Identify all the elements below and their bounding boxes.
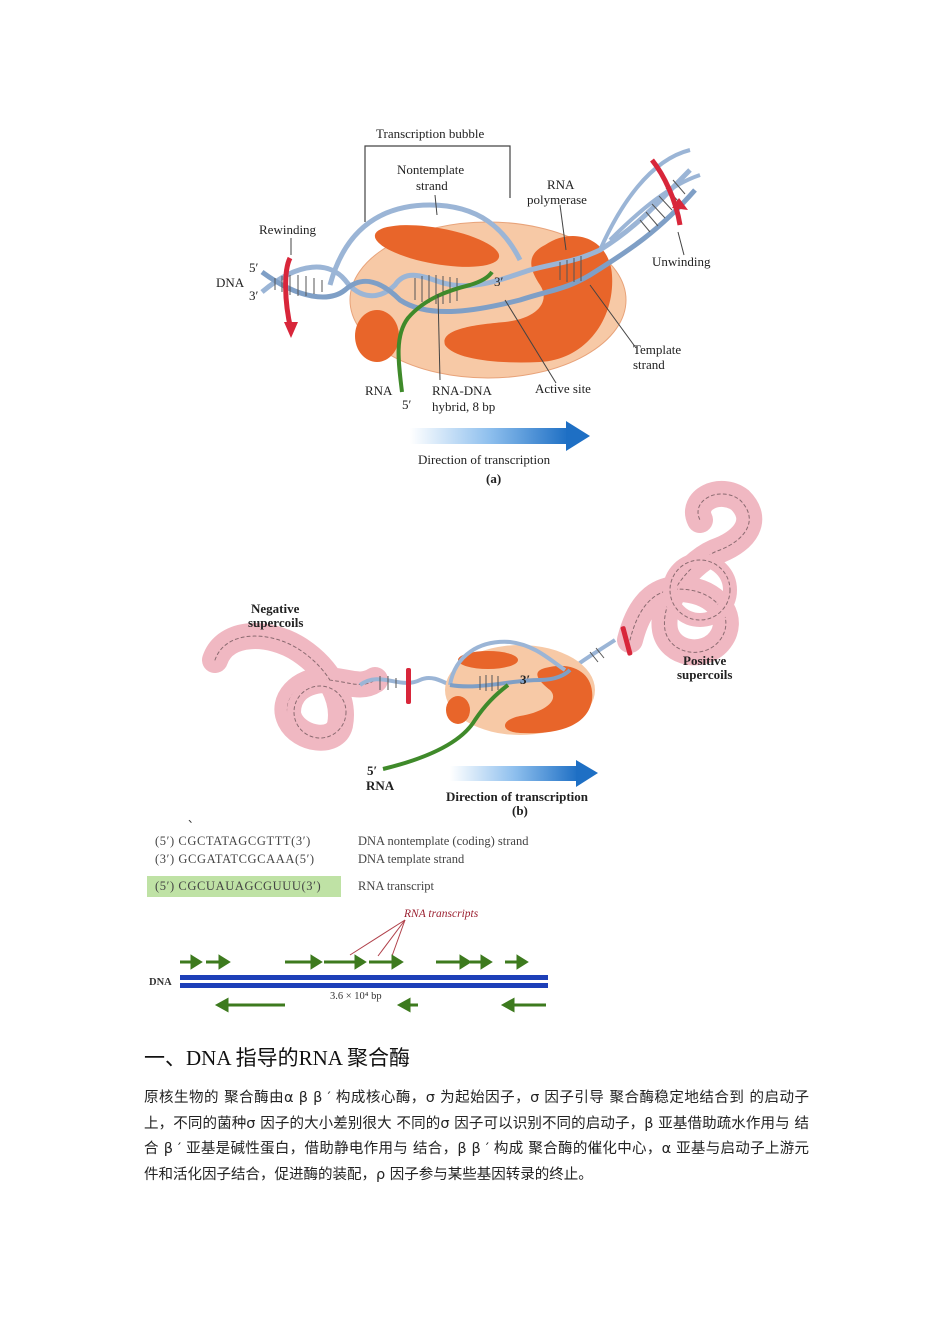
leader-unwinding [677, 231, 685, 256]
label-rna-b: RNA [366, 778, 395, 793]
negative-supercoils [202, 623, 388, 751]
label-rna-polymerase-2: polymerase [527, 192, 587, 207]
label-rewinding: Rewinding [259, 222, 317, 237]
dna-bar-bottom [180, 983, 548, 988]
direction-arrow-body-a [410, 428, 568, 444]
bubble-bracket [364, 145, 511, 222]
section-paragraph: 原核生物的 聚合酶由α β β ′ 构成核心酶，σ 为起始因子，σ 因子引导 聚… [144, 1086, 809, 1188]
label-panel-a: (a) [486, 471, 501, 486]
sequence-template: (3′) GCGATATCGCAAA(5′) [155, 852, 315, 866]
forward-transcripts [180, 954, 529, 970]
label-negative-2: supercoils [248, 615, 303, 630]
section-heading: 一、DNA 指导的RNA 聚合酶 [144, 1046, 411, 1070]
label-dna: DNA [216, 275, 245, 290]
label-rna-5prime: 5′ [402, 397, 412, 412]
positive-supercoils [617, 481, 763, 666]
polymerase-subunit-right [444, 236, 613, 363]
dna-rungs [274, 179, 686, 304]
leader-hybrid [437, 293, 441, 381]
leader-active-site [504, 299, 557, 384]
polymerase-b-right [505, 665, 593, 734]
label-positive-2: supercoils [677, 667, 732, 682]
figure-a: Transcription bubble [216, 126, 711, 486]
label-map-size: 3.6 × 10⁴ bp [330, 991, 382, 1002]
rewinding-arrowhead-icon [284, 322, 298, 338]
label-direction-a: Direction of transcription [418, 452, 551, 467]
rna-strand [396, 270, 494, 393]
label-3prime-b: 3′ [520, 672, 530, 687]
label-rna-polymerase-1: RNA [547, 177, 575, 192]
dna-b-rungs [379, 647, 605, 691]
label-direction-b: Direction of transcription [446, 789, 589, 804]
unwind-mark-b [620, 626, 633, 656]
unwinding-arrowhead-icon [672, 198, 688, 210]
polymerase-b-body [445, 645, 595, 735]
direction-arrow-body-b [450, 766, 578, 781]
polymerase-subunit-left [355, 310, 399, 362]
label-transcription-bubble: Transcription bubble [376, 126, 484, 141]
label-template-2: strand [633, 357, 665, 372]
rewinding-arrow-icon [283, 256, 294, 331]
dna-strand-lower [260, 188, 697, 315]
label-5prime: 5′ [249, 260, 259, 275]
label-hybrid-1: RNA-DNA [432, 383, 493, 398]
label-3prime-inner: 3′ [494, 274, 504, 289]
label-rna-transcripts: RNA transcripts [403, 908, 479, 920]
dna-b-mid [449, 668, 572, 689]
label-negative-1: Negative [251, 601, 300, 616]
nontemplate-loop-b [448, 639, 567, 686]
dna-b-right [568, 638, 617, 672]
dna-b-left [358, 675, 451, 687]
label-unwinding: Unwinding [652, 254, 711, 269]
sequence-nontemplate-desc: DNA nontemplate (coding) strand [358, 834, 529, 848]
dna-upper-helix [598, 148, 701, 251]
sequence-template-desc: DNA template strand [358, 852, 465, 866]
direction-arrowhead-a-icon [566, 421, 590, 451]
paragraph-text: 原核生物的 聚合酶由α β β ′ 构成核心酶，σ 为起始因子，σ 因子引导 聚… [144, 1090, 809, 1183]
label-panel-b: (b) [512, 803, 528, 818]
sequence-nontemplate: (5′) CGCTATAGCGTTT(3′) [155, 834, 311, 848]
direction-arrowhead-b-icon [576, 760, 598, 787]
nontemplate-strand-loop [327, 202, 523, 286]
dna-bar-top [180, 975, 548, 980]
leader-nontemplate [434, 194, 438, 216]
label-3prime: 3′ [249, 288, 259, 303]
rewind-mark-b [406, 668, 411, 704]
label-active-site: Active site [535, 381, 591, 396]
label-hybrid-2: hybrid, 8 bp [432, 399, 495, 414]
dna-strand-upper [260, 168, 692, 299]
leader-template [589, 284, 637, 349]
label-rna-5prime-b: 5′ [367, 763, 377, 778]
rna-transcript-highlight [147, 876, 341, 897]
leader-polymerase [559, 204, 567, 251]
stray-mark: 、 [188, 813, 199, 825]
polymerase-b-top [458, 651, 518, 669]
label-nontemplate-1: Nontemplate [397, 162, 464, 177]
polymerase-subunit-top [374, 225, 500, 267]
unwinding-arrow-icon [650, 158, 683, 226]
label-map-dna: DNA [149, 977, 172, 988]
polymerase-b-left [446, 696, 470, 724]
label-template-1: Template [633, 342, 681, 357]
label-positive-1: Positive [683, 653, 727, 668]
rna-strand-b [382, 683, 510, 771]
label-nontemplate-2: strand [416, 178, 448, 193]
reverse-transcripts [214, 997, 546, 1013]
sequence-rna-desc: RNA transcript [358, 879, 435, 893]
transcript-leader-lines [349, 919, 406, 957]
label-rna: RNA [365, 383, 393, 398]
sequence-rna: (5′) CGCUAUAGCGUUU(3′) [155, 879, 322, 893]
